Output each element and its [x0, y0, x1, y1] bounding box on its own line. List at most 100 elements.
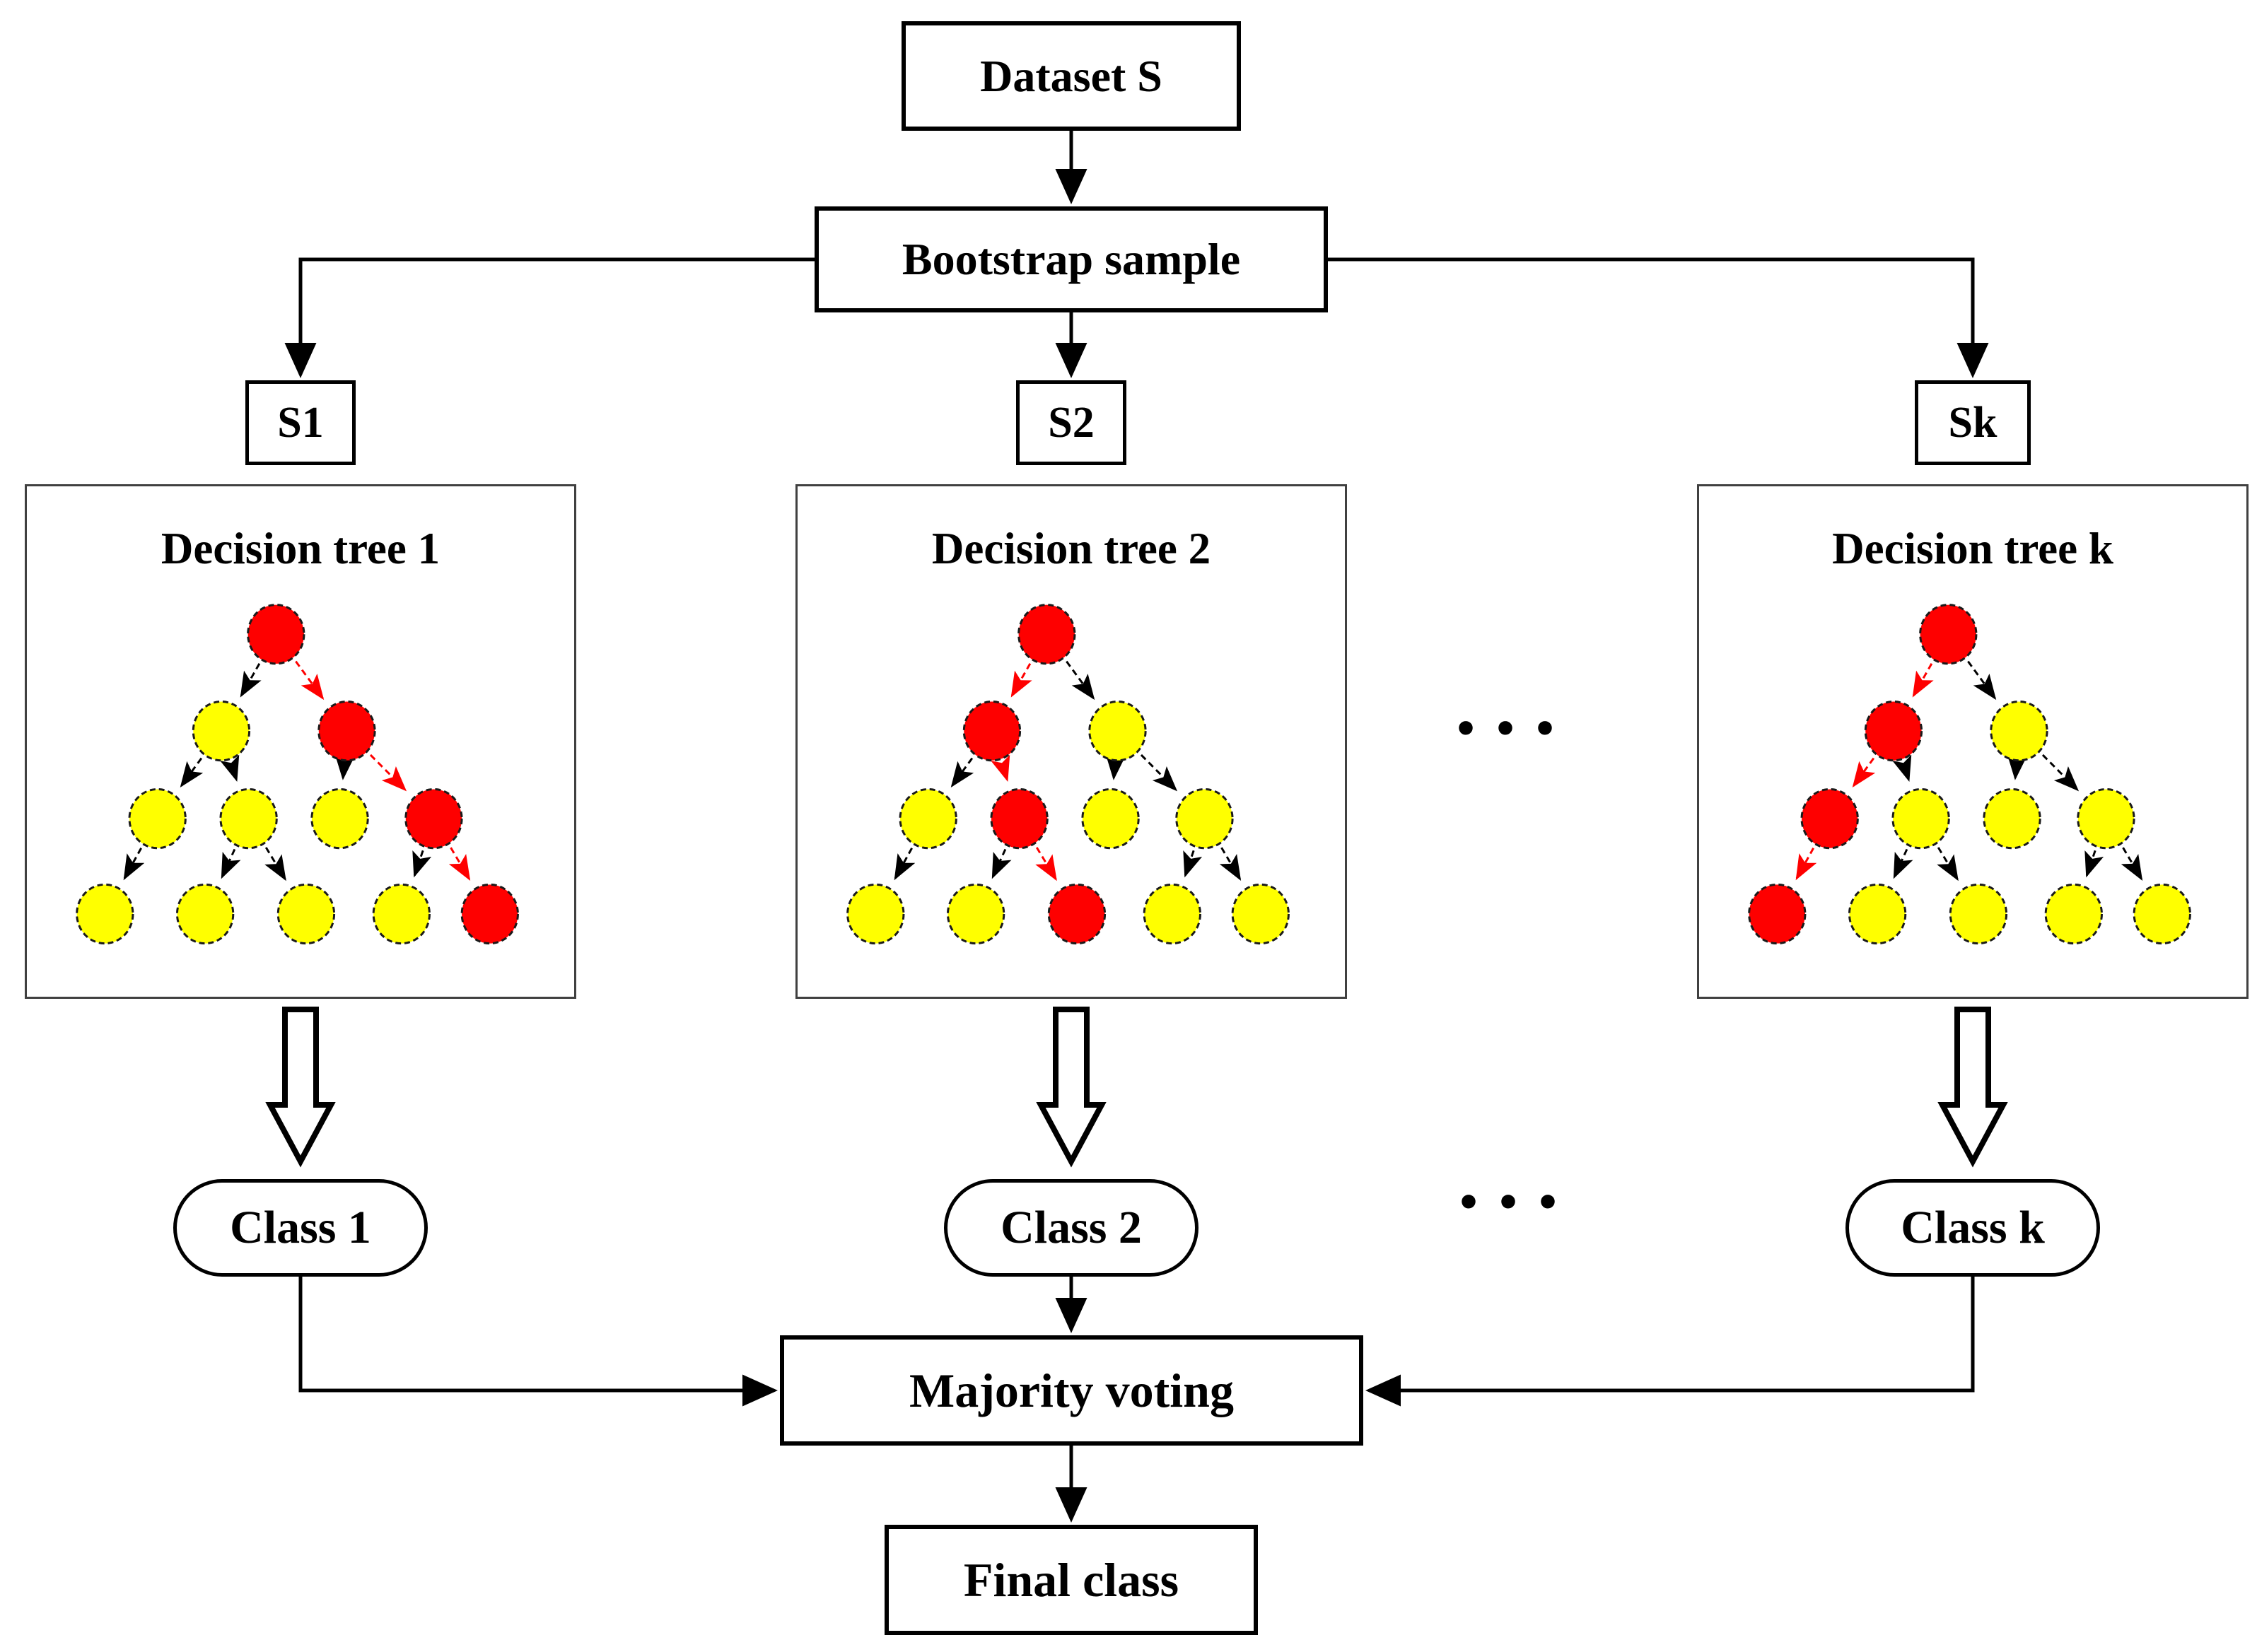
tree-edge-black: [1183, 850, 1203, 878]
tree-node-yellow: [175, 883, 235, 945]
tree-edge-black: [220, 754, 240, 782]
tree-node-yellow: [1231, 883, 1290, 945]
tree-edge-black: [180, 757, 204, 787]
tree-node-red: [1017, 604, 1076, 665]
decision-tree-k-graph: [1748, 604, 2191, 945]
decision-tree-2-title: Decision tree 2: [931, 524, 1211, 573]
tree-edge-red: [448, 847, 471, 881]
final-class-box: Final class: [885, 1525, 1258, 1635]
tree-node-yellow: [846, 883, 905, 945]
tree-node-red: [1864, 700, 1923, 762]
class-2-label: Class 2: [1001, 1202, 1142, 1253]
sample-s2-box: S2: [1016, 380, 1126, 465]
tree-edge-black: [1140, 754, 1178, 792]
tree-edge-red: [1035, 847, 1057, 881]
tree-node-yellow: [1175, 787, 1234, 850]
tree-node-red: [1800, 787, 1859, 850]
decision-tree-1-panel: Decision tree 1: [25, 484, 576, 999]
class-2-pill: Class 2: [944, 1179, 1199, 1277]
s1-label: S1: [277, 398, 324, 447]
tree-node-yellow: [1143, 883, 1201, 945]
tree-edge-red: [1912, 662, 1934, 698]
tree-node-yellow: [310, 787, 369, 850]
ellipsis-between-classes: ...: [1458, 1132, 1577, 1226]
decision-tree-2-graph: [846, 604, 1290, 945]
arrow-class1-to-majority: [298, 1277, 778, 1407]
tree-node-red: [317, 700, 376, 762]
tree-edge-black: [2041, 754, 2080, 792]
bootstrap-label: Bootstrap sample: [902, 234, 1241, 284]
tree-node-yellow: [1088, 700, 1147, 762]
tree-node-yellow: [899, 787, 957, 850]
bootstrap-sample-box: Bootstrap sample: [815, 206, 1328, 312]
arrow-classk-to-majority: [1365, 1277, 1975, 1407]
tree-edge-black: [221, 848, 241, 879]
tree-edge-red: [1852, 757, 1876, 787]
sk-label: Sk: [1948, 398, 1998, 447]
decision-tree-k-panel: Decision tree k: [1697, 484, 2249, 999]
tree-edge-black: [264, 847, 286, 881]
tree-node-yellow: [1949, 883, 2008, 945]
tree-edge-black: [2007, 754, 2027, 780]
tree-node-red: [460, 883, 519, 945]
tree-edge-red: [369, 754, 407, 792]
tree-node-yellow: [219, 787, 278, 850]
tree-node-red: [247, 604, 305, 665]
tree-node-yellow: [2044, 883, 2103, 945]
tree-node-yellow: [1983, 787, 2041, 850]
tree-node-yellow: [1848, 883, 1907, 945]
tree-edge-black: [894, 848, 916, 881]
tree-node-yellow: [128, 787, 187, 850]
tree-edge-black: [1105, 754, 1126, 780]
tree-node-red: [962, 700, 1022, 762]
tree-edge-black: [123, 848, 145, 881]
tree-node-yellow: [946, 883, 1005, 945]
tree-edge-black: [240, 662, 262, 698]
block-arrow-treek-to-classk: [1942, 1009, 2003, 1161]
final-class-label: Final class: [963, 1552, 1179, 1607]
tree-node-red: [1748, 883, 1807, 945]
class-k-label: Class k: [1901, 1202, 2045, 1253]
tree-edge-black: [2121, 847, 2143, 881]
tree-node-yellow: [372, 883, 431, 945]
majority-voting-label: Majority voting: [909, 1363, 1234, 1417]
tree-edge-black: [412, 850, 432, 878]
class-1-pill: Class 1: [173, 1179, 428, 1277]
tree-node-yellow: [1990, 700, 2048, 762]
tree-edge-black: [1892, 754, 1912, 782]
tree-node-red: [404, 787, 463, 850]
sample-sk-box: Sk: [1915, 380, 2031, 465]
tree-edge-black: [1219, 847, 1242, 881]
dataset-label: Dataset S: [980, 50, 1162, 101]
tree-node-yellow: [276, 883, 336, 945]
tree-edge-black: [1967, 660, 1997, 701]
decision-tree-2-panel: Decision tree 2: [795, 484, 1347, 999]
sample-s1-box: S1: [245, 380, 356, 465]
s2-label: S2: [1048, 398, 1095, 447]
majority-voting-box: Majority voting: [780, 1335, 1363, 1446]
ellipsis-between-trees: ...: [1455, 658, 1574, 752]
class-k-pill: Class k: [1845, 1179, 2100, 1277]
tree-node-yellow: [1891, 787, 1950, 850]
tree-edge-red: [1795, 848, 1817, 881]
tree-edge-black: [1066, 660, 1095, 701]
block-arrow-tree1-to-class1: [270, 1009, 331, 1161]
tree-node-yellow: [192, 700, 251, 762]
decision-tree-k-title: Decision tree k: [1832, 524, 2113, 573]
tree-edge-red: [1010, 662, 1032, 698]
tree-edge-black: [950, 757, 974, 787]
tree-node-yellow: [2133, 883, 2191, 945]
tree-edge-red: [295, 660, 325, 701]
block-arrow-tree2-to-class2: [1041, 1009, 1102, 1161]
tree-edge-black: [991, 848, 1012, 879]
tree-edge-black: [1937, 847, 1959, 881]
tree-edge-black: [334, 754, 355, 780]
dataset-box: Dataset S: [902, 21, 1241, 131]
tree-node-yellow: [1081, 787, 1140, 850]
tree-edge-black: [2084, 850, 2104, 878]
tree-node-red: [1919, 604, 1978, 665]
arrow-bootstrap-to-s1: [284, 257, 815, 378]
decision-tree-1-title: Decision tree 1: [161, 524, 441, 573]
